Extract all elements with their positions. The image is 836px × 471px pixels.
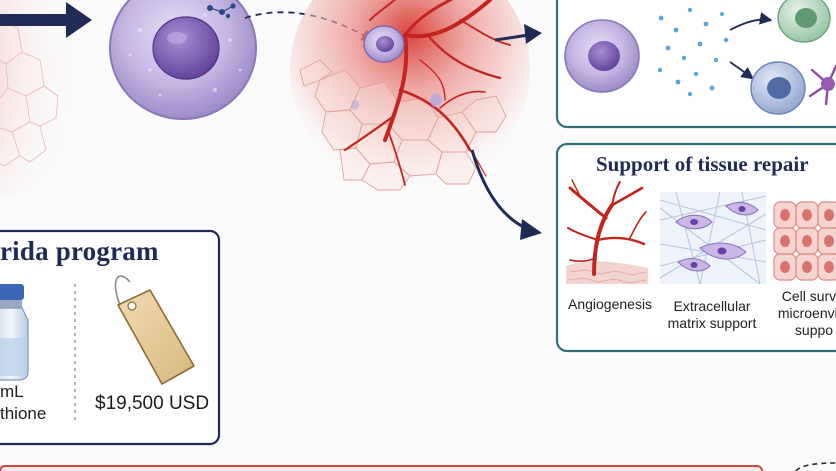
central-tissue-illustration [290,0,530,191]
small-migrating-cell [363,25,405,63]
extracellular-matrix-icon [659,191,767,285]
vial-icon [0,284,29,381]
price-tag-icon [114,275,195,385]
dashed-migration-path [244,11,375,42]
differentiation-panel [555,0,836,129]
bottom-band [0,465,763,471]
arrow-top-left [0,2,92,38]
left-tissue-illustration [0,0,85,195]
program-panel [0,229,221,446]
bottom-right-dashed-outline [795,462,836,471]
cell-survival-icon [773,201,836,281]
arrow-to-right-top-panel [494,24,542,44]
angiogenesis-icon [566,179,648,284]
large-purple-cell-illustration [109,0,257,120]
arrow-to-repair-panel [470,149,542,240]
